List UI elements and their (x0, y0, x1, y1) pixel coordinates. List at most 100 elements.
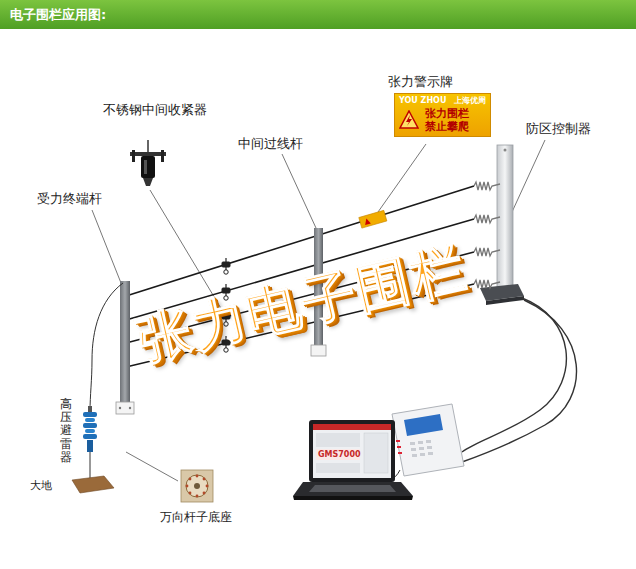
pole-base-icon (196, 475, 199, 478)
laptop (309, 485, 396, 492)
middle-pole (311, 345, 326, 356)
lightning-arrester (83, 412, 97, 417)
alarm-keypad (418, 441, 423, 444)
alarm-keypad (398, 452, 402, 454)
leader-line (512, 140, 545, 212)
danger-icon (400, 111, 418, 128)
pole-base-icon (206, 485, 209, 488)
alarm-keypad (404, 414, 443, 436)
part-label: 万向杆子底座 (160, 509, 232, 526)
alarm-keypad (392, 404, 464, 476)
alarm-keypad (426, 440, 431, 443)
stainless-tensioner-icon (141, 156, 155, 178)
danger-icon (406, 115, 412, 126)
laptop (313, 424, 391, 478)
part-label: 中间过线杆 (238, 135, 303, 153)
ground-plate (72, 476, 114, 493)
zone-controller-post (486, 296, 524, 305)
alarm-keypad (392, 404, 464, 476)
lightning-arrester (83, 423, 97, 428)
leader-line (378, 144, 426, 212)
pole-base-icon (181, 470, 213, 502)
inline-tensioner (224, 270, 228, 274)
pole-base-icon (181, 470, 213, 502)
watermark-3d-text: 张力电子围栏 (132, 240, 472, 368)
cable (462, 298, 566, 452)
stainless-tensioner-icon (161, 150, 164, 162)
pole-base-icon (203, 478, 206, 481)
lightning-arrester (83, 434, 97, 439)
laptop (293, 496, 413, 500)
pole-base-icon (186, 475, 208, 497)
part-label: 大地 (30, 478, 52, 493)
ground-plate (72, 476, 114, 493)
sign-company: 上海优周 (454, 96, 486, 106)
laptop (313, 424, 391, 430)
inline-tensioner (222, 258, 230, 274)
lightning-arrester (85, 418, 95, 422)
terminal-pole (120, 281, 130, 403)
alarm-keypad (396, 440, 400, 442)
lightning-arrester (83, 283, 123, 482)
sign-header-row: YOU ZHOU 上海优周 (399, 96, 486, 106)
pole-base-icon (186, 485, 189, 488)
part-label: 受力终端杆 (37, 190, 102, 208)
alarm-keypad (419, 447, 424, 450)
pole-base-icon (189, 492, 192, 495)
part-label-vertical: 高压避雷器 (60, 398, 72, 464)
terminal-pole (129, 407, 131, 409)
alarm-keypad (420, 453, 425, 456)
laptop (316, 463, 360, 473)
laptop (316, 449, 360, 460)
leader-line (282, 154, 316, 228)
cable (462, 300, 576, 462)
stainless-tensioner-icon (144, 160, 147, 174)
terminal-pole (119, 407, 121, 409)
sign-body-row: 张力围栏 禁止攀爬 (399, 107, 486, 133)
zone-controller-post (504, 149, 507, 152)
laptop (309, 420, 395, 482)
lightning-arrester (87, 440, 93, 452)
tension-spring (474, 215, 500, 223)
alarm-keypad (396, 440, 402, 454)
inline-tensioner (222, 262, 230, 267)
lightning-arrester (85, 429, 95, 433)
tension-spring (474, 182, 500, 190)
pole-base-icon (186, 475, 209, 498)
stainless-tensioner-icon (143, 178, 153, 186)
danger-icon (399, 110, 419, 130)
warning-sign: YOU ZHOU 上海优周张力围栏 禁止攀爬 (394, 93, 491, 137)
tension-spring (474, 248, 500, 256)
part-label: 防区控制器 (526, 120, 591, 138)
sign-brand: YOU ZHOU (399, 96, 446, 106)
pole-base-icon (203, 492, 206, 495)
terminal-pole (116, 402, 134, 414)
laptop (316, 433, 360, 447)
leader-line (150, 190, 222, 310)
leader-line (126, 452, 178, 481)
stainless-tensioner-icon (147, 140, 149, 152)
wire-warning-sign (359, 210, 387, 228)
screen-text: GMS7000 (318, 451, 361, 459)
alarm-keypad (412, 454, 417, 457)
alarm-keypad (428, 452, 433, 455)
alarm-keypad (410, 442, 415, 445)
alarm-keypad (410, 440, 433, 457)
page-title: 电子围栏应用图: (10, 6, 106, 24)
tension-spring (474, 280, 500, 288)
wire-warning-sign (363, 218, 370, 225)
part-label: 张力警示牌 (388, 73, 453, 91)
pole-base-icon (189, 478, 192, 481)
zone-controller-post (480, 145, 524, 305)
pole-base-icon (194, 483, 200, 489)
alarm-keypad (397, 446, 401, 448)
part-label: 不锈钢中间收紧器 (103, 101, 207, 119)
lightning-arrester (88, 406, 92, 412)
tension-spring (474, 182, 500, 288)
lightning-arrester (90, 283, 123, 412)
sign-warning-text: 张力围栏 禁止攀爬 (425, 107, 472, 133)
alarm-keypad (411, 448, 416, 451)
alarm-keypad (427, 446, 432, 449)
stainless-tensioner-icon (132, 150, 135, 162)
